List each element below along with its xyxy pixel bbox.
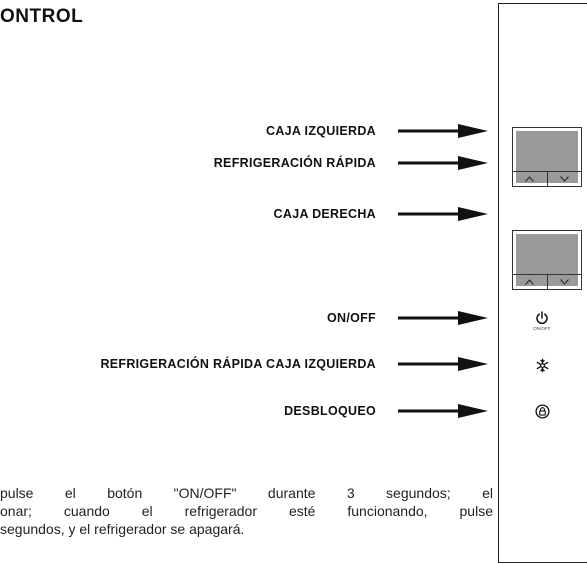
left-box-buttons [513, 171, 581, 186]
arrow-fast-cooling [398, 156, 488, 170]
left-box-up-button[interactable] [513, 172, 547, 186]
chevron-down-icon [559, 279, 569, 285]
label-on-off: ON/OFF [326, 311, 376, 325]
instructions-line-2: onar; cuando el refrigerador esté funcio… [0, 503, 493, 519]
label-left-box: CAJA IZQUIERDA [266, 124, 376, 138]
right-box-up-button[interactable] [513, 275, 547, 289]
arrow-fast-cooling-left-box [398, 357, 488, 371]
arrow-right-box [398, 207, 488, 221]
label-right-box: CAJA DERECHA [273, 207, 376, 221]
instructions-line-1: pulse el botón "ON/OFF" durante 3 segund… [0, 485, 493, 501]
chevron-down-icon [559, 176, 569, 182]
lock-icon [534, 403, 550, 419]
power-icon [536, 311, 548, 325]
left-box-display [512, 127, 582, 187]
page-title: ONTROL [0, 6, 84, 27]
label-unlock: DESBLOQUEO [284, 404, 376, 418]
label-fast-cooling-left-box: REFRIGERACIÓN RÁPIDA CAJA IZQUIERDA [100, 357, 376, 371]
right-box-down-button[interactable] [546, 275, 582, 289]
chevron-up-icon [525, 279, 535, 285]
arrow-on-off [398, 311, 488, 325]
arrow-unlock [398, 404, 488, 418]
on-off-button[interactable] [532, 308, 552, 328]
right-box-buttons [513, 274, 581, 289]
chevron-up-icon [525, 176, 535, 182]
on-off-caption: ON/OFF [533, 326, 551, 331]
left-box-down-button[interactable] [546, 172, 582, 186]
label-fast-cooling: REFRIGERACIÓN RÁPIDA [213, 156, 376, 170]
fast-cooling-button[interactable] [532, 355, 552, 375]
arrow-left-box [398, 124, 488, 138]
instructions-line-3: segundos, y el refrigerador se apagará. [0, 521, 245, 537]
instructions-paragraph: pulse el botón "ON/OFF" durante 3 segund… [0, 484, 493, 538]
snowflake-icon [536, 358, 548, 372]
right-box-display [512, 230, 582, 290]
unlock-button[interactable] [532, 401, 552, 421]
